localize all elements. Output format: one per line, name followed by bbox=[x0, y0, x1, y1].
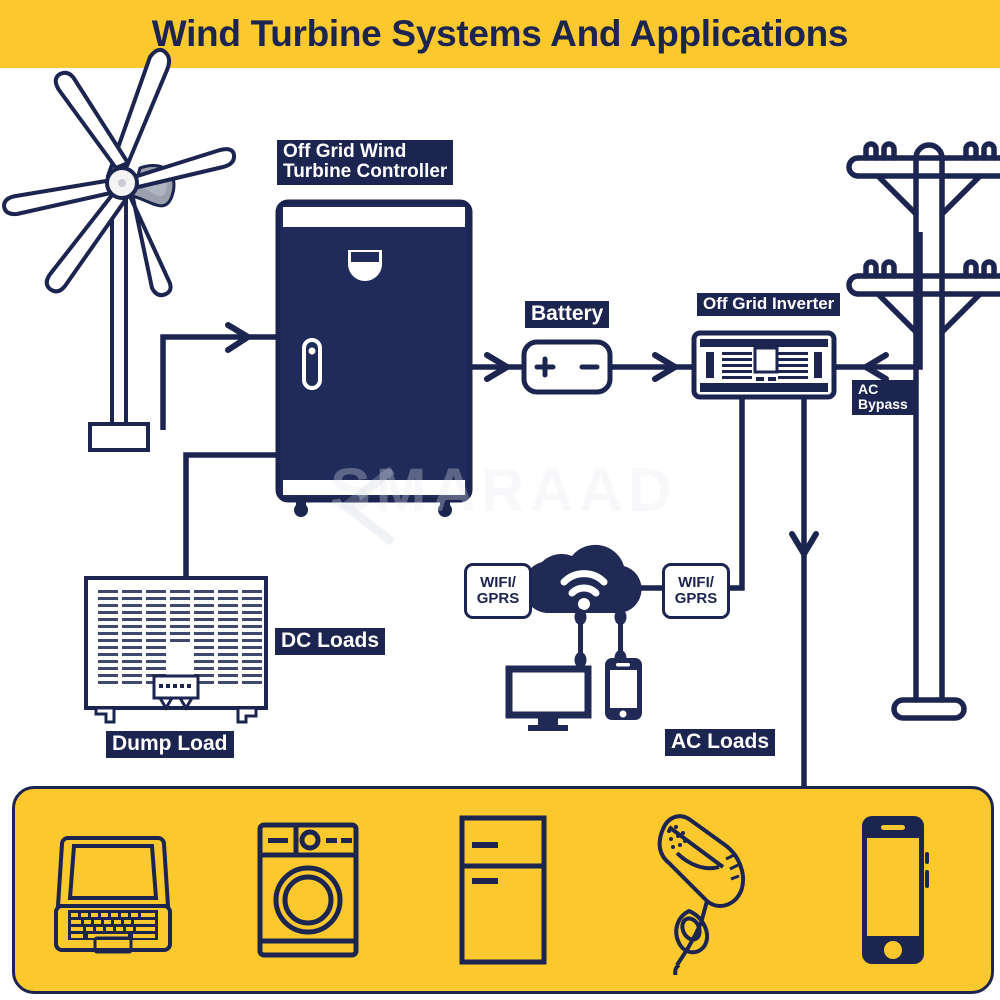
label-ac-loads: AC Loads bbox=[665, 729, 776, 757]
label-controller: Off Grid Wind Turbine Controller bbox=[277, 140, 454, 186]
laptop-icon bbox=[53, 836, 172, 954]
blade-6 bbox=[129, 147, 237, 190]
wind-turbine-icon bbox=[2, 47, 237, 452]
appliance-smartphone[interactable] bbox=[818, 808, 968, 973]
label-battery: Battery bbox=[525, 301, 610, 329]
watermark-logo bbox=[338, 466, 395, 546]
smartphone-icon bbox=[862, 816, 930, 964]
appliance-refrigerator[interactable] bbox=[428, 808, 578, 973]
washing-machine-icon bbox=[257, 822, 359, 958]
appliance-washing-machine[interactable] bbox=[233, 808, 383, 973]
blade-2 bbox=[53, 70, 130, 170]
monitor-icon bbox=[505, 665, 592, 731]
arrow-from-grid bbox=[863, 352, 889, 382]
ac-appliances-panel bbox=[12, 786, 994, 994]
appliance-hair-dryer[interactable] bbox=[623, 808, 773, 975]
appliance-laptop[interactable] bbox=[38, 808, 188, 973]
flow-arrows bbox=[225, 322, 889, 557]
label-inverter: Off Grid Inverter bbox=[697, 293, 841, 317]
arrow-down-to-acloads bbox=[789, 531, 819, 557]
wifi-gprs-box-left[interactable]: WIFI/ GPRS bbox=[464, 563, 532, 619]
dump-load-icon bbox=[84, 576, 268, 724]
refrigerator-icon bbox=[459, 815, 547, 965]
wire-turbine-to-controller bbox=[160, 334, 280, 430]
label-dc-loads: DC Loads bbox=[275, 628, 386, 656]
utility-pole-icon bbox=[846, 141, 1000, 721]
cloud-wifi-icon bbox=[522, 544, 642, 613]
label-ac-bypass: AC Bypass bbox=[852, 380, 914, 415]
wire-inverter-to-grid bbox=[833, 232, 923, 370]
smartphone-monitoring-icon bbox=[605, 658, 642, 720]
blade-4 bbox=[44, 188, 128, 294]
blade-1 bbox=[106, 47, 172, 182]
wire-inverter-to-wifi bbox=[724, 395, 745, 591]
battery-icon bbox=[521, 339, 613, 395]
wire-controller-to-dumpload bbox=[183, 452, 280, 580]
blade-5 bbox=[126, 190, 173, 298]
arrow-to-inverter bbox=[652, 352, 678, 382]
blade-3 bbox=[2, 178, 117, 217]
hair-dryer-icon bbox=[657, 814, 746, 975]
arrow-to-controller bbox=[225, 322, 251, 353]
page-title: Wind Turbine Systems And Applications bbox=[151, 13, 849, 54]
controller-cabinet-icon bbox=[275, 199, 473, 517]
arrow-to-battery bbox=[484, 352, 510, 382]
wifi-gprs-box-right[interactable]: WIFI/ GPRS bbox=[662, 563, 730, 619]
label-dump-load: Dump Load bbox=[106, 731, 234, 759]
inverter-icon bbox=[691, 330, 837, 400]
